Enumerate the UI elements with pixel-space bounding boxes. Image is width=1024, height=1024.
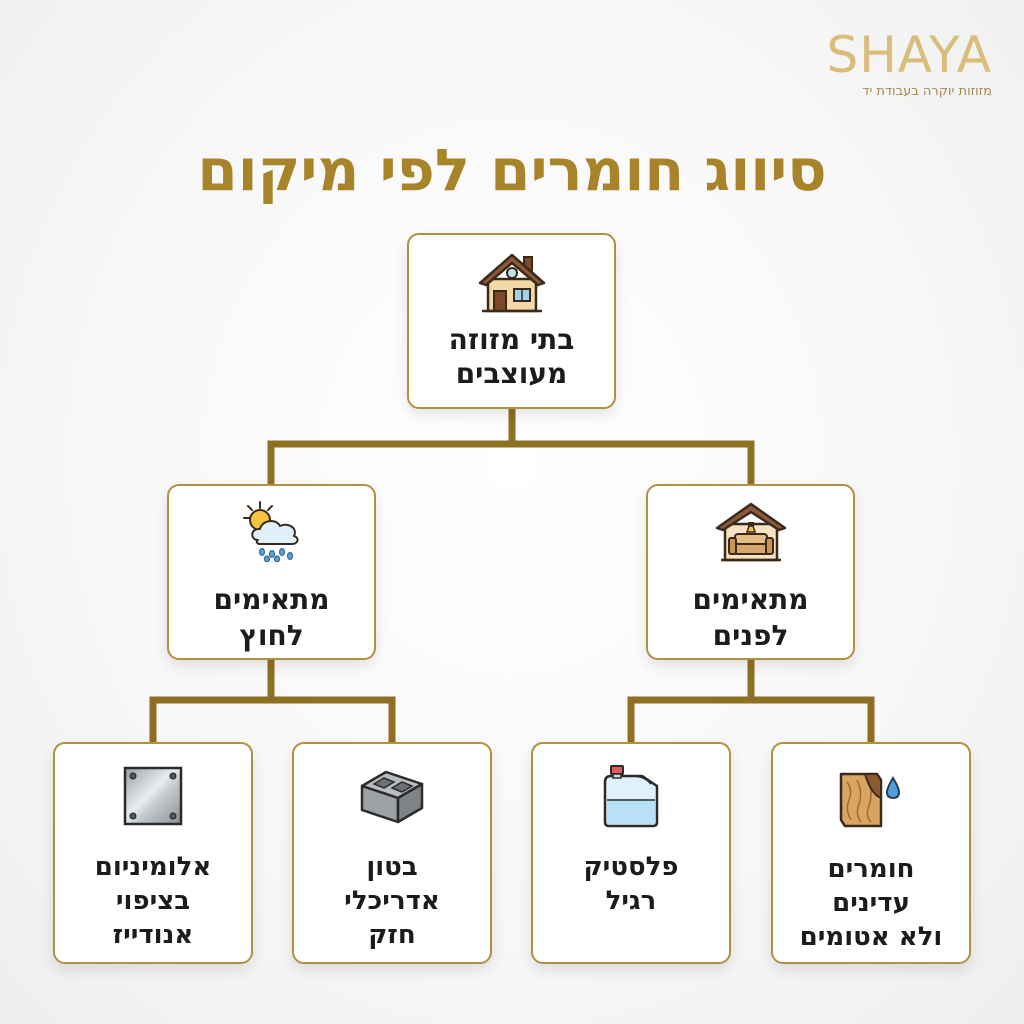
node-suitable-indoor: מתאימים לפנים (646, 484, 855, 660)
connector-indoor-to-leaves (627, 660, 875, 742)
brand-name: SHAYA (826, 26, 992, 84)
page-title: סיווג חומרים לפי מיקום (197, 136, 827, 204)
node-delicate-non-sealed-materials: חומרים עדינים ולא אטומים (771, 742, 971, 964)
house-interior-sofa-icon (715, 502, 786, 562)
concrete-block-icon (360, 770, 424, 824)
node-anodized-aluminum: אלומיניום בציפוי אנודייז (53, 742, 253, 964)
connector-root-to-children (267, 409, 755, 484)
node-label: מתאימים לפנים (692, 583, 809, 652)
node-designed-mezuzah-cases: בתי מזוזה מעוצבים (407, 233, 616, 409)
node-label: בתי מזוזה מעוצבים (448, 323, 575, 390)
house-icon (478, 253, 545, 313)
sun-cloud-rain-icon (242, 501, 299, 562)
plastic-jug-icon (603, 765, 659, 828)
node-label: אלומיניום בציפוי אנודייז (94, 852, 212, 950)
brand-tagline: מזוזות יוקרה בעבודת יד (862, 84, 992, 99)
node-label: בטון אדריכלי חזק (344, 852, 440, 950)
metal-plate-icon (123, 766, 183, 826)
wood-water-drop-icon (839, 772, 901, 828)
node-label: מתאימים לחוץ (213, 583, 330, 652)
node-architectural-concrete: בטון אדריכלי חזק (292, 742, 492, 964)
node-label: חומרים עדינים ולא אטומים (799, 854, 943, 952)
node-suitable-outdoor: מתאימים לחוץ (167, 484, 376, 660)
node-label: פלסטיק רגיל (583, 852, 679, 916)
brand-logo: SHAYA מזוזות יוקרה בעבודת יד (752, 28, 992, 99)
node-regular-plastic: פלסטיק רגיל (531, 742, 731, 964)
connector-outdoor-to-leaves (149, 660, 396, 742)
